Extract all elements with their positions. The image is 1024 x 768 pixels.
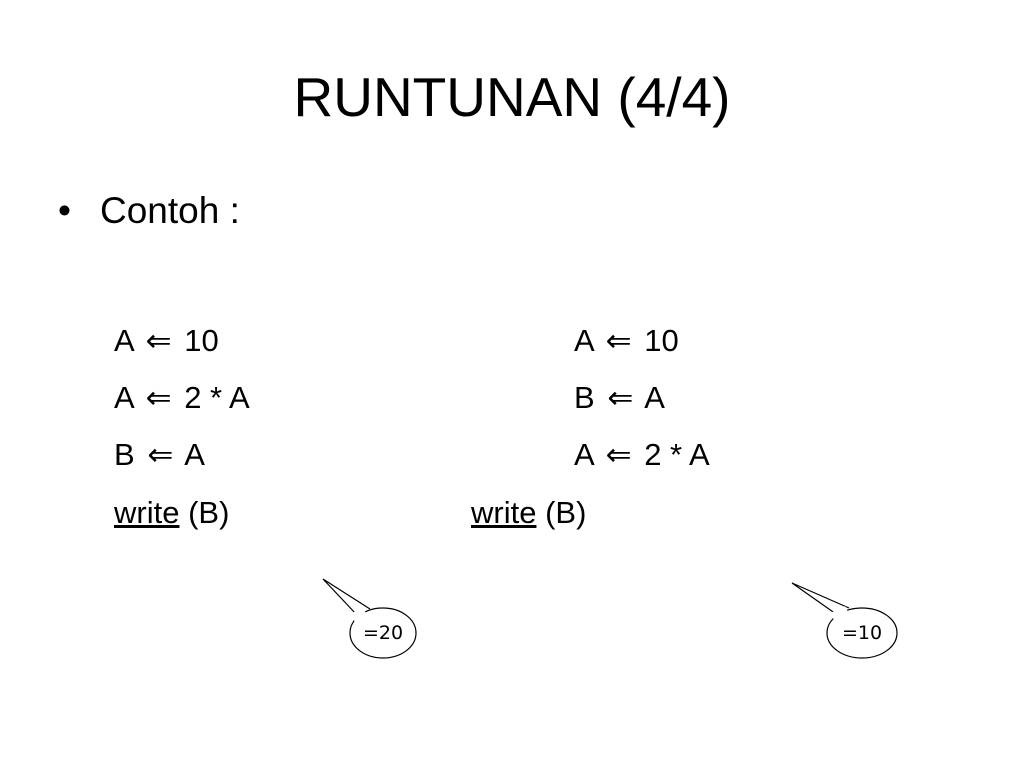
bullet-dot: • — [58, 190, 71, 231]
write-args: (B) — [188, 495, 230, 530]
write-keyword: write — [114, 495, 180, 530]
right-code-line-1: A ⇐ 10 — [574, 321, 679, 361]
arrow-left-icon: ⇐ — [145, 380, 172, 415]
right-code-line-2: B ⇐ A — [574, 378, 665, 418]
left-code-line-3: B ⇐ A — [114, 435, 205, 475]
write-args: (B) — [545, 495, 587, 530]
arrow-left-icon: ⇐ — [605, 323, 632, 358]
right-code-line-3: A ⇐ 2 * A — [574, 435, 710, 475]
arrow-left-icon: ⇐ — [607, 380, 634, 415]
callout-bubble-left — [322, 578, 417, 659]
left-result-text: =20 — [362, 622, 404, 644]
left-code-line-1: A ⇐ 10 — [114, 321, 219, 361]
right-result-text: =10 — [841, 622, 883, 644]
write-keyword: write — [471, 495, 537, 530]
arrow-left-icon: ⇐ — [605, 437, 632, 472]
callout-bubble-right — [791, 582, 898, 659]
bullet-item: • Contoh : — [58, 186, 240, 236]
slide-title: RUNTUNAN (4/4) — [293, 66, 731, 128]
left-write-line: write (B) — [114, 493, 229, 533]
arrow-left-icon: ⇐ — [147, 437, 174, 472]
arrow-left-icon: ⇐ — [145, 323, 172, 358]
right-write-line: write (B) — [471, 493, 586, 533]
bullet-text: Contoh : — [100, 190, 240, 231]
left-code-line-2: A ⇐ 2 * A — [114, 378, 250, 418]
